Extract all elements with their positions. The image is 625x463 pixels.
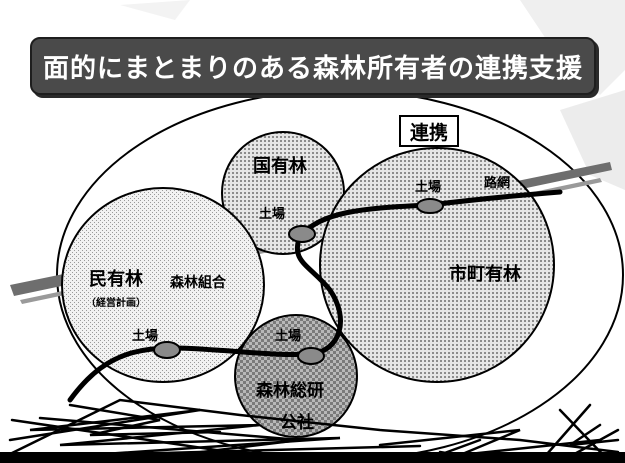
national-forest-label: 国有林: [253, 156, 307, 177]
forest-corp-circle: [234, 314, 358, 438]
private-forest-label: 民有林: [89, 269, 143, 290]
landing-label: 土場: [132, 329, 159, 344]
title-banner: 面的にまとまりのある森林所有者の連携支援: [30, 37, 596, 95]
municipal-forest-label: 市町有林: [449, 264, 521, 285]
coordination-tag: 連携: [399, 115, 459, 147]
private-forest-note: （経営計画）: [86, 298, 146, 309]
landing-marker: [416, 198, 444, 214]
landing-label: 土場: [415, 180, 442, 195]
forest-corp-label-line2: 公社: [280, 413, 314, 433]
forest-union-label: 森林組合: [170, 275, 226, 291]
landing-label: 土場: [275, 329, 302, 344]
ground-band: [0, 452, 625, 463]
landing-marker: [153, 341, 181, 359]
page-title: 面的にまとまりのある森林所有者の連携支援: [42, 53, 583, 84]
landing-marker: [297, 347, 325, 365]
background-smear: [120, 0, 190, 20]
forest-corp-label-line1: 森林総研: [256, 381, 324, 401]
road-network-label: 路網: [484, 176, 511, 191]
landing-label: 土場: [259, 207, 286, 222]
private-forest-circle: [61, 187, 265, 383]
landing-marker: [288, 225, 316, 243]
